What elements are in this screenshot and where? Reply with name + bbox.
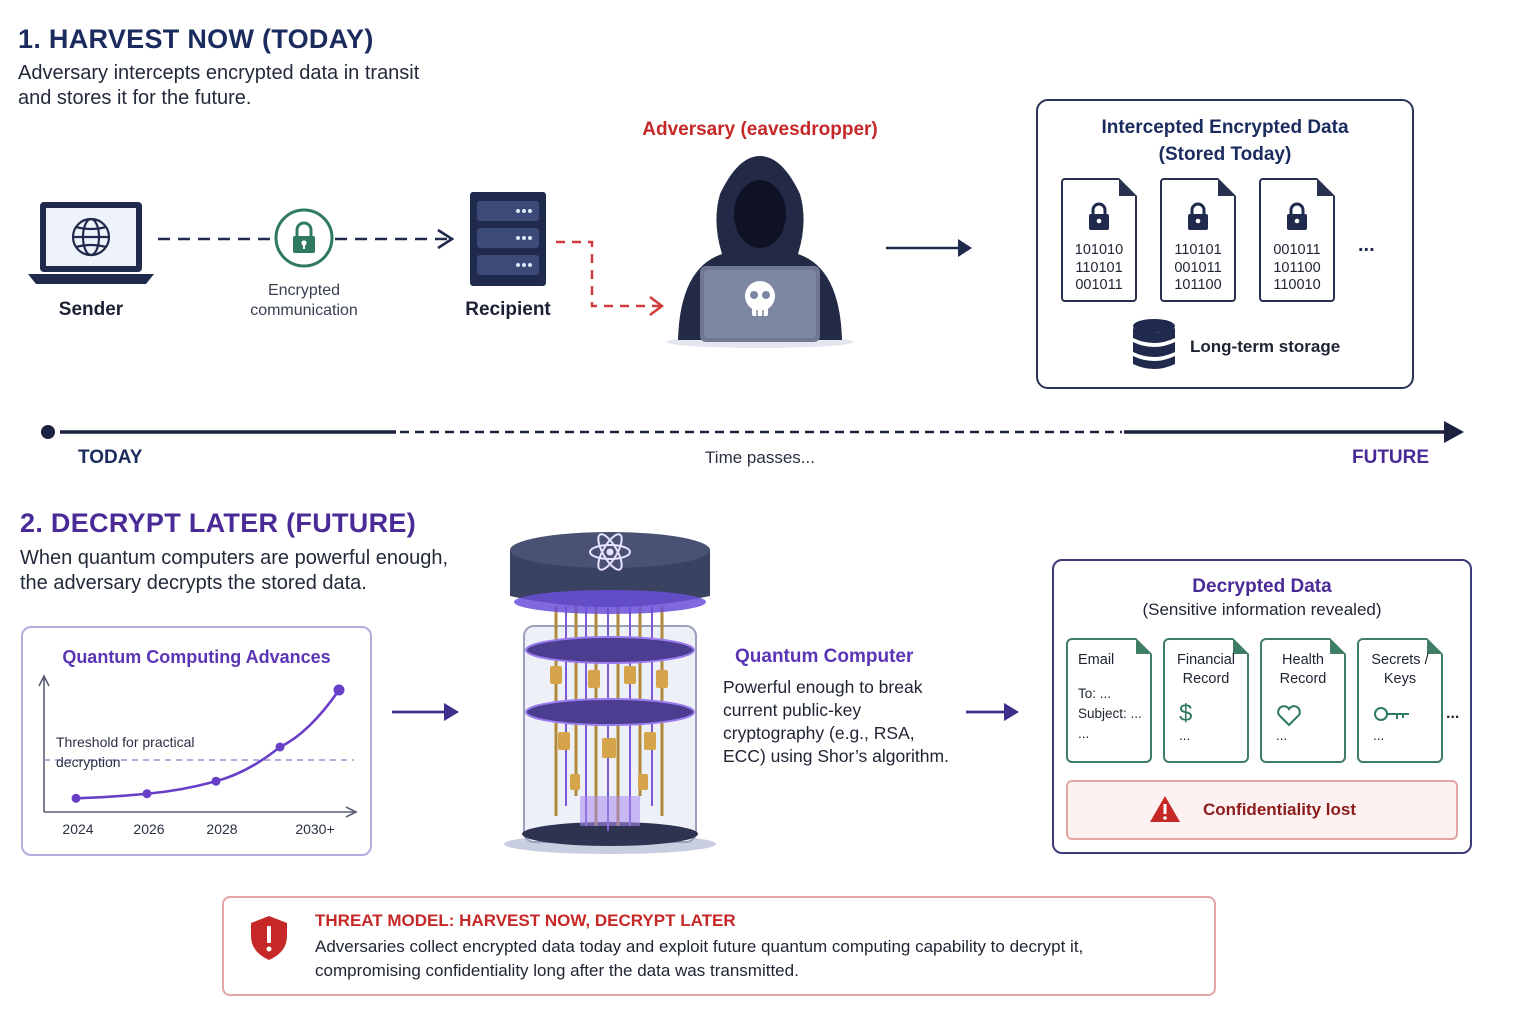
recipient-label: Recipient xyxy=(465,299,551,320)
quantum-computer-title: Quantum Computer xyxy=(735,646,914,667)
quantum-computer-description: Powerful enough to break current public-… xyxy=(723,677,949,766)
encrypted-file: 110101 001011 101100 xyxy=(1160,178,1236,302)
encrypted-file: 101010 110101 001011 xyxy=(1061,178,1137,302)
sender-label: Sender xyxy=(58,299,124,320)
skull-icon xyxy=(745,281,775,316)
timeline-middle-label: Time passes... xyxy=(705,448,815,467)
threat-model-description: Adversaries collect encrypted data today… xyxy=(315,937,1084,980)
lock-icon xyxy=(1188,202,1208,230)
chart-title: Quantum Computing Advances xyxy=(62,647,331,667)
decrypted-data-subtitle: (Sensitive information revealed) xyxy=(1142,600,1382,619)
arrow-right-icon xyxy=(392,703,459,721)
financial-record-card: Financial Record $ ... xyxy=(1163,638,1249,763)
lock-icon xyxy=(1089,202,1109,230)
quantum-advances-chart: 2024 2026 2028 2030+ xyxy=(38,674,358,837)
confidentiality-lost-label: Confidentiality lost xyxy=(1203,800,1356,819)
timeline-today-label: TODAY xyxy=(78,447,143,468)
chart-tick-label: 2026 xyxy=(133,821,164,837)
section2-description: When quantum computers are powerful enou… xyxy=(20,547,449,594)
atom-icon xyxy=(589,533,631,571)
chart-tick-label: 2030+ xyxy=(295,821,334,837)
arrow-right-icon xyxy=(886,239,972,257)
health-record-card: Health Record ... xyxy=(1260,638,1346,763)
threat-model-box xyxy=(222,896,1216,996)
shield-alert-icon xyxy=(251,916,287,960)
chart-point xyxy=(333,684,345,696)
encrypted-channel-line xyxy=(158,228,455,250)
lock-icon xyxy=(1287,202,1307,230)
threshold-label: Threshold for practical decryption xyxy=(56,734,195,770)
chart-tick-label: 2028 xyxy=(206,821,237,837)
adversary-label: Adversary (eavesdropper) xyxy=(642,119,878,140)
encrypted-communication-label: Encrypted communication xyxy=(250,282,358,319)
confidentiality-alert xyxy=(1066,780,1458,840)
threat-model-title: THREAT MODEL: HARVEST NOW, DECRYPT LATER xyxy=(315,911,736,930)
chart-tick-label: 2024 xyxy=(62,821,93,837)
globe-icon xyxy=(71,217,111,257)
encrypted-file: 001011 101100 110010 xyxy=(1259,178,1335,302)
heart-icon xyxy=(1277,705,1301,727)
section1-heading: 1. HARVEST NOW (TODAY) xyxy=(18,24,374,54)
intercepted-data-title: Intercepted Encrypted Data (Stored Today… xyxy=(1101,117,1349,165)
secrets-keys-card: Secrets / Keys ... xyxy=(1357,638,1443,763)
chart-point xyxy=(71,793,81,803)
dollar-icon: $ xyxy=(1179,700,1193,727)
timeline-future-label: FUTURE xyxy=(1352,447,1430,468)
intercept-arrow xyxy=(556,240,664,316)
timeline xyxy=(41,421,1464,443)
decrypted-data-title: Decrypted Data xyxy=(1192,576,1332,597)
hacker-icon xyxy=(666,156,854,348)
chart-point xyxy=(275,742,285,752)
quantum-computer-icon xyxy=(504,532,716,854)
server-icon xyxy=(470,192,546,286)
arrow-right-icon xyxy=(966,703,1019,721)
quantum-advances-panel xyxy=(21,626,372,856)
key-icon xyxy=(1374,707,1409,721)
lock-icon xyxy=(274,208,334,268)
section2-heading: 2. DECRYPT LATER (FUTURE) xyxy=(20,508,416,538)
chart-point xyxy=(211,776,221,786)
more-files-ellipsis: ... xyxy=(1358,234,1375,256)
database-icon xyxy=(1133,319,1175,369)
long-term-storage-label: Long-term storage xyxy=(1190,337,1341,356)
chart-point xyxy=(142,789,152,799)
warning-icon xyxy=(1150,796,1180,822)
laptop-icon xyxy=(28,202,154,284)
email-card: Email To: ... Subject: ... ... xyxy=(1066,638,1152,763)
section1-description: Adversary intercepts encrypted data in t… xyxy=(18,62,420,109)
more-records-ellipsis: ... xyxy=(1446,705,1460,722)
